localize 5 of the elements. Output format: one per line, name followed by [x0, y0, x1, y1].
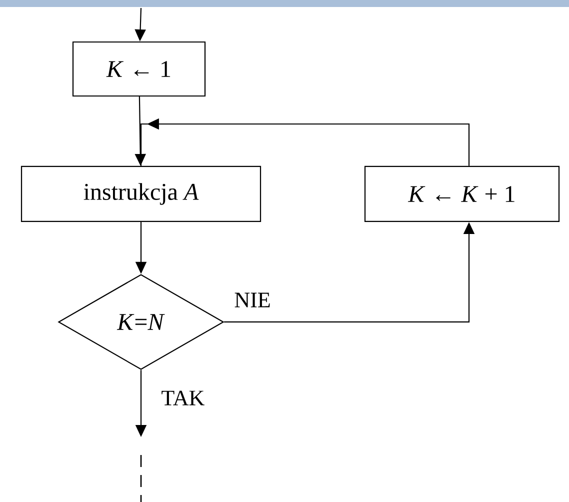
process-box: instrukcja A	[20, 166, 262, 222]
process-box: K ← 1	[72, 41, 206, 97]
edge-label: TAK	[160, 390, 206, 406]
edge-label: NIE	[233, 292, 272, 308]
process-box: K ← K + 1	[364, 166, 560, 222]
